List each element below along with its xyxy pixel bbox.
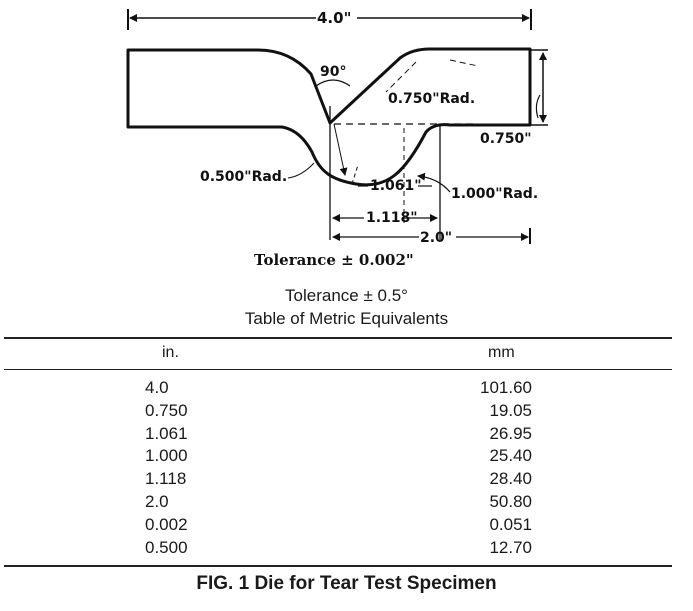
column-header-mm: mm — [488, 344, 515, 361]
inch-cell: 0.500 — [145, 537, 188, 557]
table-row: 0.002 0.051 — [0, 515, 693, 538]
inch-cell: 2.0 — [145, 491, 169, 511]
inch-cell: 0.750 — [145, 400, 188, 420]
column-header-inch: in. — [162, 344, 179, 361]
table-row: 1.061 26.95 — [0, 424, 693, 447]
angle-label: 90° — [320, 64, 346, 80]
figure-caption: FIG. 1 Die for Tear Test Specimen — [196, 573, 497, 594]
inch-cell: 1.000 — [145, 446, 188, 466]
table-header-rule — [4, 369, 672, 370]
table-row: 0.750 19.05 — [0, 401, 693, 424]
inch-cell: 4.0 — [145, 378, 169, 397]
dimension-2-label: 2.0" — [420, 230, 452, 246]
die-drawing: 4.0" 0.750" 90° 0.750"Rad. 0.500"Rad. 1.… — [126, 9, 548, 269]
table-row: 2.0 50.80 — [0, 492, 693, 515]
mm-cell: 25.40 — [489, 446, 532, 466]
table-top-rule — [4, 337, 672, 339]
inch-cell: 1.118 — [145, 469, 187, 489]
mm-cell: 50.80 — [489, 491, 532, 511]
left-radius-label: 0.500"Rad. — [200, 169, 287, 185]
table-row: 1.118 28.40 — [0, 469, 693, 492]
dimension-1118-label: 1.118" — [366, 210, 418, 226]
angular-tolerance: Tolerance ± 0.5° — [285, 286, 408, 305]
length-dimension-label: 4.0" — [317, 9, 351, 27]
top-radius-label: 0.750"Rad. — [388, 91, 475, 107]
mm-cell: 0.051 — [489, 514, 532, 534]
mm-cell: 26.95 — [489, 423, 532, 443]
mm-cell: 28.40 — [489, 469, 532, 489]
mm-cell: 19.05 — [489, 400, 532, 420]
linear-tolerance-label: Tolerance ± 0.002" — [254, 251, 414, 269]
bottom-radius-label: 1.000"Rad. — [451, 186, 538, 202]
table-title: Table of Metric Equivalents — [244, 309, 449, 328]
dimension-1061-label: 1.061" — [370, 178, 422, 194]
table-row: 1.000 25.40 — [0, 446, 693, 469]
specimen-outline — [126, 47, 532, 187]
table-body: 4.0 101.60 0.750 19.05 1.061 26.95 1.000… — [0, 378, 693, 560]
table-row: 0.500 12.70 — [0, 538, 693, 561]
mm-cell: 101.60 — [480, 378, 532, 397]
inch-cell: 1.061 — [145, 423, 188, 443]
table-row: 4.0 101.60 — [0, 378, 693, 401]
inch-cell: 0.002 — [145, 514, 188, 534]
height-dimension-label: 0.750" — [480, 131, 532, 147]
mm-cell: 12.70 — [489, 537, 532, 557]
table-bottom-rule — [4, 565, 672, 567]
